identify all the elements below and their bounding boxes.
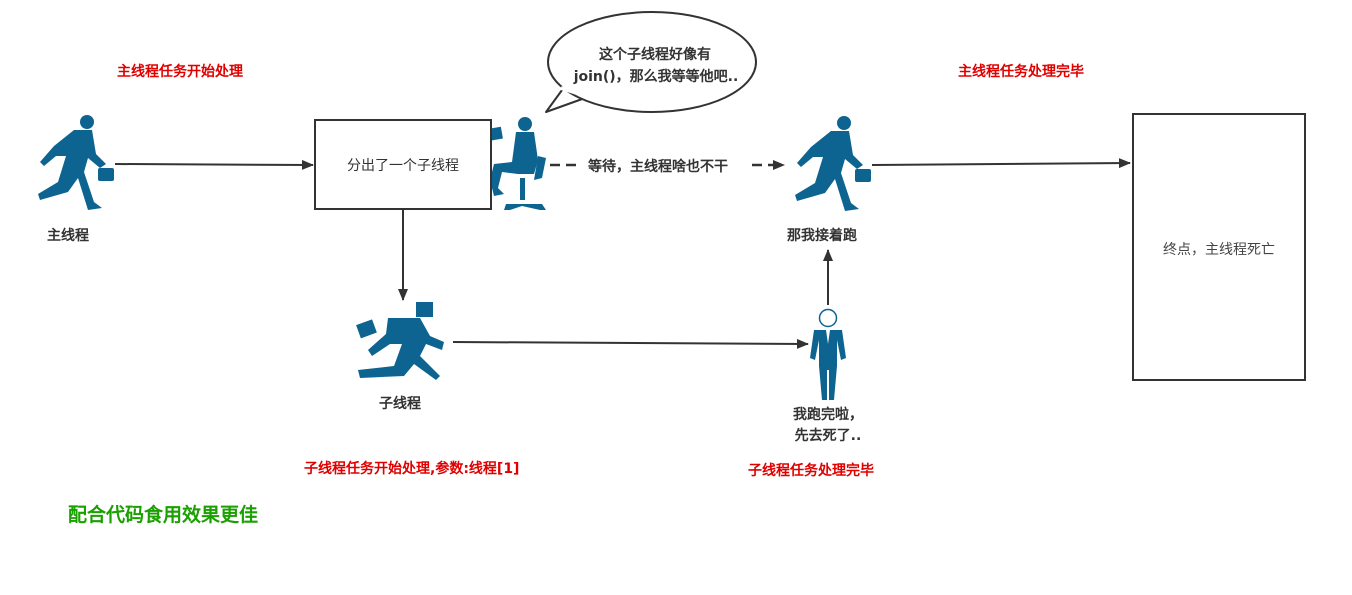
businessman-running-icon: [795, 116, 871, 211]
standing-person-icon: [810, 308, 846, 400]
speech-bubble: [545, 11, 757, 113]
running-with-box-icon: [356, 302, 444, 380]
continue-run-label: 那我接着跑: [787, 228, 857, 244]
arrow-main-to-spawn: [114, 159, 314, 170]
child-done-line2: 先去死了..: [794, 428, 862, 444]
tip-label: 配合代码食用效果更佳: [68, 504, 259, 526]
spawn-child-box: 分出了一个子线程: [314, 119, 492, 210]
child-thread-label: 子线程: [379, 396, 421, 412]
child-finished-label: 子线程任务处理完毕: [748, 463, 874, 479]
end-box: 终点，主线程死亡: [1132, 113, 1306, 381]
end-box-text: 终点，主线程死亡: [1163, 242, 1275, 258]
spawn-child-text: 分出了一个子线程: [347, 157, 459, 174]
child-done-line1: 我跑完啦，: [793, 407, 863, 423]
businessman-running-icon: [38, 115, 114, 210]
bubble-text-line2: join()，那么我等等他吧..: [573, 69, 739, 85]
main-start-label: 主线程任务开始处理: [117, 64, 243, 80]
arrow-child-to-standing: [452, 338, 809, 349]
child-start-label: 子线程任务开始处理,参数:线程[1]: [304, 461, 520, 477]
seated-person-reading-icon: [485, 117, 546, 210]
waiting-label: 等待，主线程啥也不干: [586, 156, 730, 176]
arrow-continue-to-end: [871, 158, 1131, 169]
main-thread-label: 主线程: [47, 228, 89, 244]
main-done-label: 主线程任务处理完毕: [958, 64, 1084, 80]
bubble-text-line1: 这个子线程好像有: [599, 47, 711, 63]
